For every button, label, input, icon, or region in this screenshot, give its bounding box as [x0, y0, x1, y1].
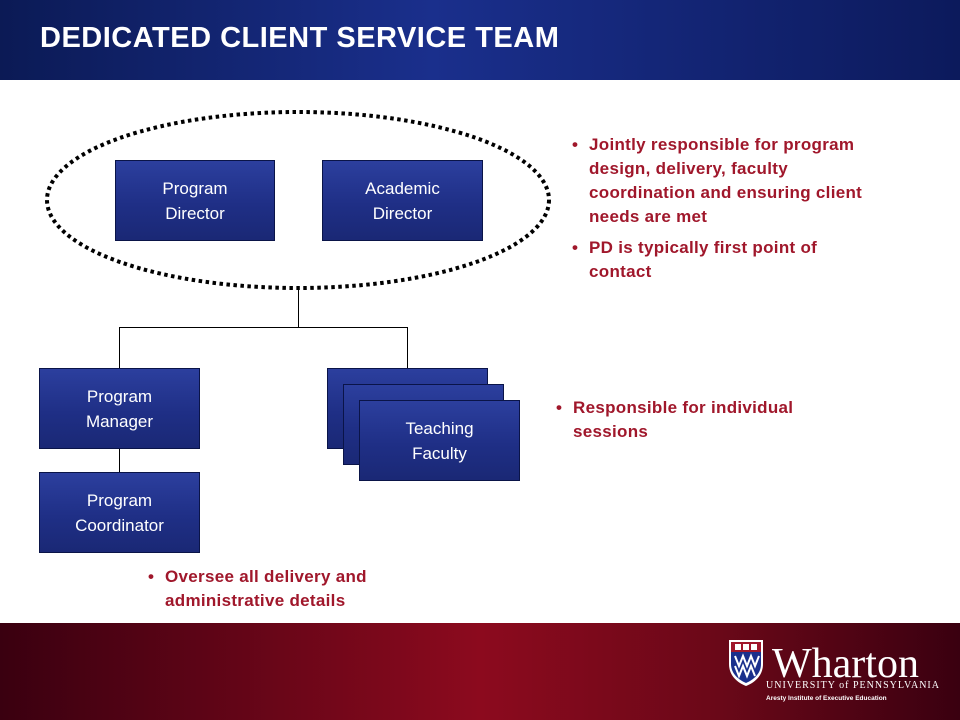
connector-trunk [298, 288, 299, 328]
note-first-point-of-contact: PD is typically first point of contact [570, 236, 940, 284]
footer-bar [0, 623, 960, 720]
note-individual-sessions: Responsible for individual sessions [554, 396, 934, 444]
note-line: needs are met [589, 207, 708, 226]
note-line: PD is typically first point of [589, 238, 818, 257]
faculty-notes: Responsible for individual sessions [554, 396, 934, 444]
note-oversee-delivery: Oversee all delivery and administrative … [146, 565, 526, 613]
wharton-shield-icon [729, 640, 763, 686]
academic-director-line1: Academic [365, 178, 440, 198]
connector-horizontal [119, 327, 408, 328]
teaching-faculty-line2: Faculty [412, 443, 467, 463]
academic-director-line2: Director [372, 203, 433, 223]
teaching-faculty-line1: Teaching [405, 418, 474, 438]
program-coordinator-line1: Program [86, 490, 153, 510]
program-manager-line2: Manager [85, 411, 154, 431]
program-coordinator-line2: Coordinator [75, 515, 164, 535]
note-line: Jointly responsible for program [589, 135, 855, 154]
page-title: DEDICATED CLIENT SERVICE TEAM [40, 22, 560, 54]
note-line: sessions [573, 422, 649, 441]
note-jointly-responsible: Jointly responsible for program design, … [570, 133, 940, 229]
header-bar [0, 0, 960, 80]
note-line: Responsible for individual [573, 398, 794, 417]
connector-left-drop [119, 327, 120, 369]
program-director-line2: Director [165, 203, 225, 223]
connector-manager-coordinator [119, 448, 120, 472]
staff-notes: Oversee all delivery and administrative … [146, 565, 526, 613]
note-line: coordination and ensuring client [589, 183, 863, 202]
note-line: Oversee all delivery and [165, 567, 367, 586]
directors-notes: Jointly responsible for program design, … [570, 133, 940, 284]
institute-name: Aresty Institute of Executive Education [766, 695, 887, 702]
note-line: contact [589, 262, 652, 281]
program-manager-line1: Program [86, 386, 153, 406]
note-line: design, delivery, faculty [589, 159, 788, 178]
wharton-wordmark: Wharton [772, 641, 919, 687]
program-director-line1: Program [162, 178, 228, 198]
connector-right-drop [407, 327, 408, 369]
note-line: administrative details [165, 591, 346, 610]
university-name: UNIVERSITY of PENNSYLVANIA [766, 680, 940, 691]
